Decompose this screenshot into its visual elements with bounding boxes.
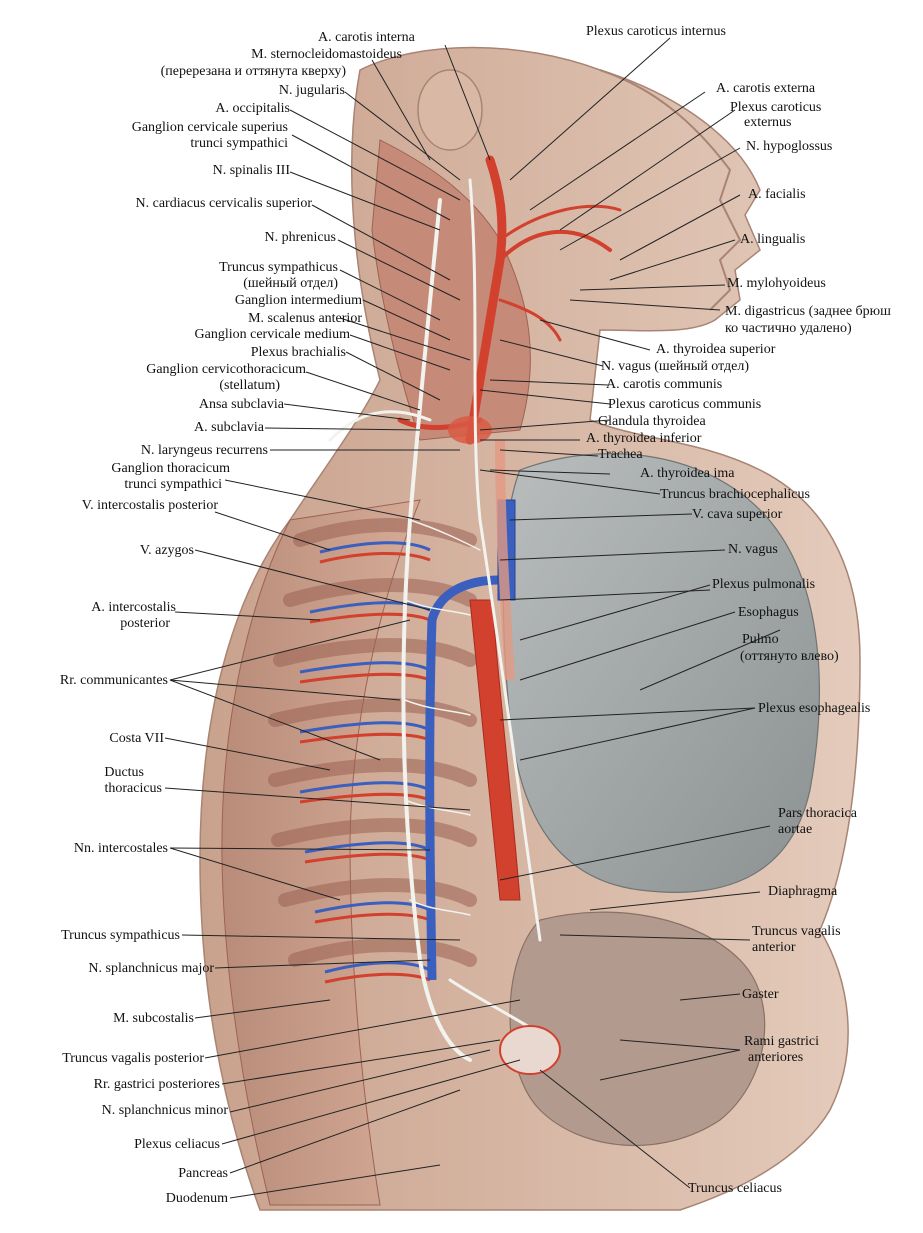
label-v-cava-superior: V. cava superior — [692, 507, 783, 522]
label-plexus-celiacus: Plexus celiacus — [134, 1137, 220, 1152]
label-a-thyroidea-superior: A. thyroidea superior — [656, 342, 776, 357]
label-diaphragma: Diaphragma — [768, 884, 838, 899]
label-truncus-sympathicus-neck-note: (шейный отдел) — [243, 276, 338, 291]
label-plexus-caroticus-internus: Plexus caroticus internus — [586, 24, 726, 39]
label-a-carotis-interna: A. carotis interna — [318, 30, 415, 45]
label-rami-gastrici-anteriores-2: anteriores — [748, 1050, 804, 1065]
label-n-splanchnicus-major: N. splanchnicus major — [88, 961, 214, 976]
label-n-vagus-neck: N. vagus (шейный отдел) — [601, 359, 750, 374]
label-a-facialis: A. facialis — [748, 187, 806, 202]
label-nn-intercostales: Nn. intercostales — [73, 841, 168, 856]
label-v-azygos: V. azygos — [139, 543, 194, 558]
label-plexus-pulmonalis: Plexus pulmonalis — [712, 577, 816, 592]
label-m-scalenus-anterior: M. scalenus anterior — [248, 311, 362, 326]
label-pars-thoracica-aortae-1: Pars thoracica — [778, 806, 857, 821]
label-a-lingualis: A. lingualis — [740, 232, 806, 247]
celiac-plexus — [499, 1025, 561, 1075]
label-ganglion-cervicale-superius-1: Ganglion cervicale superius — [131, 120, 288, 135]
label-n-spinalis-iii: N. spinalis III — [212, 163, 290, 178]
label-a-intercostalis-posterior-2: posterior — [120, 616, 170, 631]
label-duodenum: Duodenum — [165, 1191, 228, 1206]
label-truncus-vagalis-anterior-1: Truncus vagalis — [752, 924, 841, 939]
label-a-thyroidea-ima: A. thyroidea ima — [640, 466, 735, 481]
label-truncus-sympathicus-neck: Truncus sympathicus — [219, 260, 338, 275]
leader-lines — [164, 37, 781, 1199]
neck-muscles — [371, 139, 531, 441]
label-truncus-brachiocephalicus: Truncus brachiocephalicus — [660, 487, 810, 502]
face-profile — [599, 69, 742, 311]
label-ganglion-cervicothoracicum: Ganglion cervicothoracicum — [146, 362, 306, 377]
label-m-digastricus-1: M. digastricus (заднее брюш — [725, 304, 891, 319]
label-a-carotis-externa: A. carotis externa — [716, 81, 816, 96]
label-ductus-thoracicus-1: Ductus — [104, 765, 144, 780]
label-ductus-thoracicus-2: thoracicus — [104, 781, 162, 796]
label-n-jugularis: N. jugularis — [278, 83, 345, 98]
label-ganglion-cervicothoracicum-note: (stellatum) — [219, 378, 280, 393]
lung-shape — [502, 453, 820, 893]
label-n-splanchnicus-minor: N. splanchnicus minor — [101, 1103, 228, 1118]
label-n-hypoglossus: N. hypoglossus — [746, 139, 833, 154]
label-n-vagus: N. vagus — [728, 542, 778, 557]
label-plexus-caroticus-communis: Plexus caroticus communis — [608, 397, 762, 412]
label-plexus-brachialis: Plexus brachialis — [250, 345, 346, 360]
label-ganglion-cervicale-superius-2: trunci sympathici — [190, 136, 288, 151]
label-pancreas: Pancreas — [178, 1166, 228, 1181]
label-a-carotis-communis: A. carotis communis — [606, 377, 723, 392]
label-m-digastricus-2: ко частично удалено) — [725, 321, 852, 336]
label-ganglion-thoracicum-2: trunci sympathici — [124, 477, 222, 492]
label-m-mylohyoideus: M. mylohyoideus — [727, 276, 826, 291]
label-pulmo-note: (оттянуто влево) — [740, 649, 839, 664]
thyroid-gland — [448, 416, 492, 444]
label-rr-gastrici-posteriores: Rr. gastrici posteriores — [93, 1077, 220, 1092]
label-rr-communicantes: Rr. communicantes — [59, 673, 168, 688]
label-esophagus: Esophagus — [738, 605, 799, 620]
ear — [417, 69, 483, 151]
label-v-intercostalis-posterior: V. intercostalis posterior — [81, 498, 218, 513]
aorta — [469, 599, 521, 901]
label-a-thyroidea-inferior: A. thyroidea inferior — [586, 431, 702, 446]
label-a-subclavia: A. subclavia — [194, 420, 264, 435]
label-m-subcostalis: M. subcostalis — [113, 1011, 194, 1026]
label-ansa-subclavia: Ansa subclavia — [198, 397, 284, 412]
label-n-laryngeus-recurrens: N. laryngeus recurrens — [140, 443, 268, 458]
label-n-cardiacus-cervicalis-superior: N. cardiacus cervicalis superior — [135, 196, 312, 211]
label-plexus-esophagealis: Plexus esophagealis — [758, 701, 871, 716]
label-truncus-vagalis-anterior-2: anterior — [752, 940, 796, 955]
azygos-vein — [425, 575, 501, 981]
label-gaster: Gaster — [742, 987, 779, 1002]
label-plexus-caroticus-externus-1: Plexus caroticus — [730, 100, 822, 115]
label-pulmo: Pulmo — [742, 632, 779, 647]
label-rami-gastrici-anteriores-1: Rami gastrici — [744, 1034, 820, 1049]
label-trachea: Trachea — [598, 447, 643, 462]
label-glandula-thyroidea: Glandula thyroidea — [598, 414, 706, 429]
label-pars-thoracica-aortae-2: aortae — [778, 822, 813, 837]
label-truncus-sympathicus: Truncus sympathicus — [61, 928, 180, 943]
label-truncus-celiacus: Truncus celiacus — [688, 1181, 782, 1196]
label-ganglion-cervicale-medium: Ganglion cervicale medium — [194, 327, 351, 342]
label-n-phrenicus: N. phrenicus — [264, 230, 336, 245]
label-a-occipitalis: A. occipitalis — [215, 101, 290, 116]
label-plexus-caroticus-externus-2: externus — [744, 115, 792, 130]
label-costa-vii: Costa VII — [109, 731, 164, 746]
back-muscles — [221, 499, 421, 1206]
label-ganglion-thoracicum-1: Ganglion thoracicum — [111, 461, 230, 476]
label-a-intercostalis-posterior-1: A. intercostalis — [91, 600, 176, 615]
label-truncus-vagalis-posterior: Truncus vagalis posterior — [62, 1051, 204, 1066]
label-m-scm-note: (перерезана и оттянута кверху) — [160, 64, 346, 79]
label-m-sternocleidomastoideus: M. sternocleidomastoideus — [251, 47, 402, 62]
label-ganglion-intermedium: Ganglion intermedium — [234, 293, 362, 308]
